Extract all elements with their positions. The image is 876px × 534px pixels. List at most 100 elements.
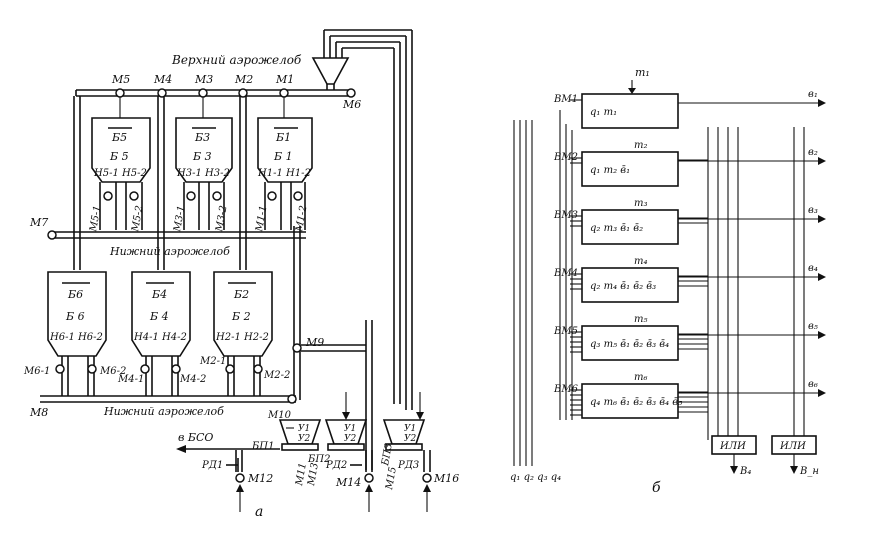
bin-b1-pipe-1: М1-1 <box>254 205 270 234</box>
lower-bin-b6: Б6 Б 6 Н6-1 Н6-2 М6-1 М6-2 <box>23 271 126 396</box>
motor-m16-label: М16 <box>433 472 459 485</box>
return-risers <box>293 30 413 470</box>
upper-bin-b1: Б1 Б 1 Н1-1 Н1-2 М1-1 М1-2 <box>254 117 313 234</box>
bin-b2-m-right: М2-2 <box>263 370 290 381</box>
logic-block-label: ВМ1 <box>553 94 578 105</box>
doser-bp1-name: БП1 <box>251 441 274 452</box>
logic-block-m-input: m₂ <box>634 140 648 151</box>
doser-rd3: РД3 <box>397 460 419 471</box>
motor-m9-node <box>292 343 302 353</box>
logic-block-formula: q₂ m₄ в̄₁ в̄₂ в̄₃ <box>590 281 656 292</box>
inputs-bottom-label: q₁ q₂ q₃ q₄ <box>510 472 561 483</box>
logic-block-m-input: m₆ <box>634 372 648 383</box>
output-arrow <box>818 389 826 397</box>
bin-b3-valves: Н3-1 Н3-2 <box>176 168 230 179</box>
bin-b4-valve-1 <box>140 364 150 374</box>
bin-b3-pipe-2: М3-2 <box>214 205 230 234</box>
logic-block-frame <box>581 93 679 129</box>
motor-m11-label: М11 <box>294 462 309 488</box>
trough-feed-pipes <box>73 96 285 270</box>
bin-b3-mid: Б 3 <box>192 150 212 163</box>
bin-b5-valves: Н5-1 Н5-2 <box>93 168 147 179</box>
upper-bin-b5: Б5 Б 5 Н5-1 Н5-2 М5-1 М5-2 <box>88 117 151 234</box>
bin-b5-valve-1 <box>103 191 113 201</box>
motor-m4-label: М4 <box>153 73 172 86</box>
output-arrow <box>818 157 826 165</box>
caption-b: б <box>652 480 661 496</box>
caption-a: а <box>255 504 263 520</box>
bin-b3-valve-2 <box>212 191 222 201</box>
input-m1-top: m₁ <box>635 66 650 79</box>
top-funnel: М6 <box>311 29 412 111</box>
motor-m2-label: М2 <box>234 73 253 86</box>
motor-m10-label: М10 <box>267 410 292 421</box>
bin-b2-m-left: М2-1 <box>199 356 226 367</box>
bin-b3-valve-1 <box>186 191 196 201</box>
bin-b1-valves: Н1-1 Н1-2 <box>257 168 311 179</box>
logic-block-b-output: в₆ <box>808 379 818 390</box>
logic-block: ВМ2 q₁ m₂ в̄₁ m₂ в₂ <box>553 140 826 187</box>
bin-b1-pipe-2: М1-2 <box>294 205 310 234</box>
left-diagram: Верхний аэрожелоб М5 М4 М3 М2 М1 <box>23 29 459 520</box>
doser-bp3-name: БП3 <box>380 443 395 468</box>
motor-m1-label: М1 <box>275 73 294 86</box>
logic-block-frame <box>581 209 679 245</box>
logic-block-m-input: m₃ <box>634 198 648 209</box>
bottom-motors: РД1 М12 М11 М13 РД2 М14 М15 РД3 М16 <box>201 450 459 512</box>
bin-b6-mid: Б 6 <box>65 310 85 323</box>
motor-m10-node <box>287 394 297 404</box>
motor-m5-node <box>115 88 125 98</box>
logic-block-b-output: в₂ <box>808 147 818 158</box>
logic-block-formula: q₂ m₃ в̄₁ в̄₂ <box>590 223 643 234</box>
doser-bp1-u2: У2 <box>298 434 311 444</box>
bin-b4-m-left: М4-1 <box>117 374 144 385</box>
motor-m9: М9 <box>292 336 366 353</box>
doser-bp1: У1 У2 БП1 <box>251 419 322 452</box>
bin-b5-pipe-1: М5-1 <box>88 205 104 234</box>
bin-b1-mid: Б 1 <box>273 150 293 163</box>
doser-bp2-name: БП2 <box>307 454 330 465</box>
motor-m9-label: М9 <box>305 336 324 349</box>
to-bso-label: в БСО <box>178 431 213 444</box>
bin-b5-mid: Б 5 <box>109 150 129 163</box>
logic-block-b-output: в₃ <box>808 205 818 216</box>
or-gate-2: ИЛИ В_н <box>771 435 819 477</box>
lower-bin-b2: Б2 Б 2 Н2-1 Н2-2 М2-1 М2-2 <box>199 271 290 396</box>
or-gate-1: ИЛИ В₄ <box>711 435 757 477</box>
doser-bp2-u1: У1 <box>344 424 356 434</box>
doser-bp3: У1 У2 БП3 <box>380 392 426 468</box>
output-arrow <box>818 215 826 223</box>
output-arrow <box>818 99 826 107</box>
motor-m3-node <box>198 88 208 98</box>
logic-block-label: ВМ2 <box>553 152 578 163</box>
bin-b4-top: Б4 <box>151 288 167 301</box>
output-arrow <box>818 331 826 339</box>
input-bus: q₁ q₂ q₃ q₄ <box>510 110 573 483</box>
logic-block-frame <box>581 267 679 303</box>
bin-b6-valves: Н6-1 Н6-2 <box>49 332 103 343</box>
output-arrow <box>818 273 826 281</box>
logic-block-frame <box>581 151 679 187</box>
bin-b6-m-left: М6-1 <box>23 366 50 377</box>
bin-b2-mid: Б 2 <box>231 310 251 323</box>
bin-b5-valve-2 <box>129 191 139 201</box>
or-gate-2-out: В_н <box>799 466 819 477</box>
doser-bp3-u2: У2 <box>404 434 417 444</box>
motor-m7-node <box>47 230 57 240</box>
doser-bp3-u1: У1 <box>404 424 416 434</box>
bin-b3-pipe-1: М3-1 <box>172 205 188 234</box>
motor-m14-node <box>364 473 374 483</box>
logic-block-formula: q₁ m₂ в̄₁ <box>590 165 630 176</box>
bin-b2-valves: Н2-1 Н2-2 <box>215 332 269 343</box>
bin-b1-top: Б1 <box>275 131 291 144</box>
outlet-bso: в БСО <box>176 431 280 453</box>
motor-m12-label: М12 <box>247 472 273 485</box>
doser-bp2-u2: У2 <box>344 434 357 444</box>
logic-block-m-input: m₅ <box>634 314 648 325</box>
motor-m4-node <box>157 88 167 98</box>
